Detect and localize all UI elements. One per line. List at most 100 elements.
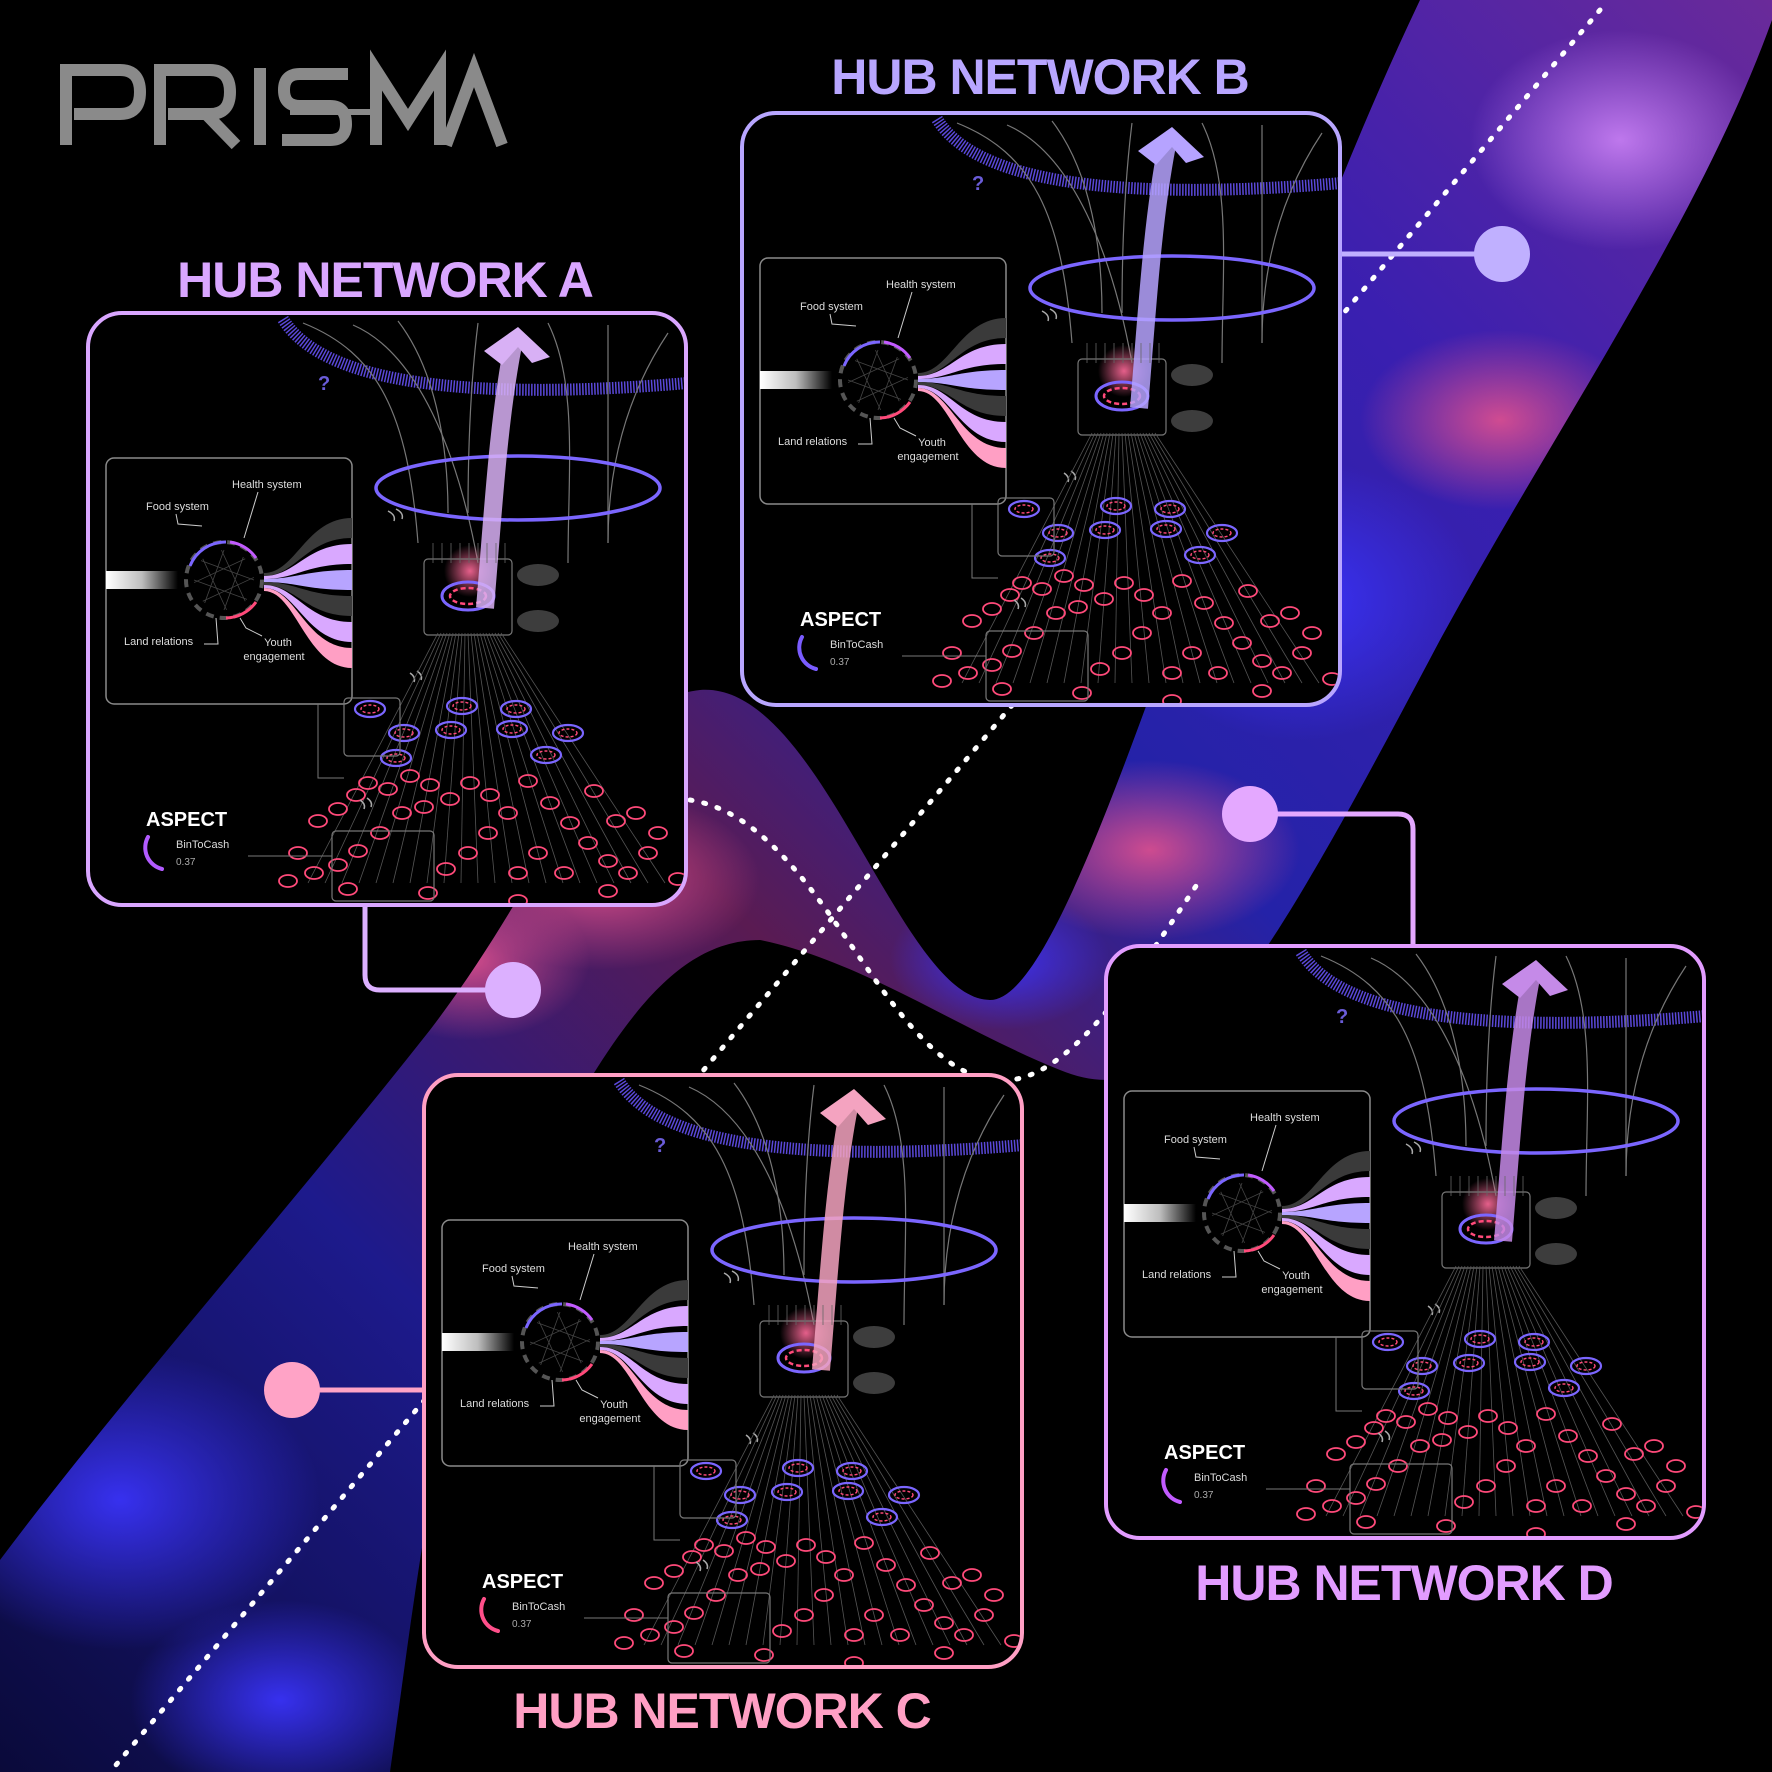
flow-line [1370,957,1497,1197]
child-ring [835,1461,869,1481]
spread-line [796,1394,802,1646]
leaf-node [962,614,982,628]
flow-line [1121,122,1133,314]
spread-line [1461,1265,1481,1517]
spread-line [1494,1265,1548,1517]
hub-spoke [200,560,255,581]
spread-line [476,632,530,884]
growth-arrow-head [484,327,550,365]
spread-line [1427,1265,1475,1517]
leaf-node [644,1576,664,1590]
leaf-node [528,846,548,860]
spread-line [643,1394,775,1646]
child-box [1361,1330,1419,1390]
hub-spoke [1211,1191,1264,1216]
hub-spoke [221,549,246,602]
child-node [1048,528,1068,538]
hub-spoke [202,577,255,602]
leaf-node [338,882,358,896]
question-mark: ? [318,373,330,395]
leaf-node [854,1536,874,1550]
leaf-node [1624,1447,1644,1461]
child-node [777,1487,797,1497]
child-node [894,1490,914,1500]
leaf-node [932,674,952,688]
flow-line [547,322,571,564]
node-d[interactable] [1222,786,1278,842]
flow-line [1565,955,1589,1197]
leaf-node [954,1628,974,1642]
growth-arrow-head [1138,127,1204,165]
spread-line [494,632,632,884]
output-band [264,544,352,579]
leaf-node [1280,606,1300,620]
leader-land [858,417,873,445]
spread-line [762,1394,796,1646]
output-band [600,1280,688,1338]
leaf-node [1496,1459,1516,1473]
leaf-node [1346,1435,1366,1449]
child-node [788,1463,808,1473]
spread-line [660,1394,778,1646]
leaf-node [1498,1421,1518,1435]
spread-line [375,632,451,884]
child-connector [1335,1337,1362,1412]
arc-youth [561,1363,594,1382]
node-c[interactable] [264,1362,320,1418]
output-band [1282,1203,1370,1223]
leaf-node [1458,1425,1478,1439]
leaf-node [1094,592,1114,606]
spread-line [779,1394,799,1646]
arc-food [188,540,227,567]
node-a[interactable] [485,962,541,1018]
leaf-node [480,788,500,802]
hub-spoke [854,360,909,381]
spread-line [745,1394,793,1646]
label-health-system: Health system [886,279,956,291]
leaf-node [560,816,580,830]
child-node [452,701,472,711]
leaf-node [694,1538,714,1552]
leaf-node [934,1646,954,1660]
leader-youth [893,417,917,437]
spread-line [812,1394,866,1646]
label-food-system: Food system [482,1263,545,1275]
spread-line [1342,1265,1460,1517]
child-ring [1088,520,1122,540]
spread-line [1515,1265,1667,1517]
child-ring [1405,1356,1439,1376]
leaf-node [348,844,368,858]
spread-line [443,632,463,884]
leaf-node [1364,1421,1384,1435]
aspect-heading: ASPECT [146,809,227,831]
spread-line [836,1394,1002,1646]
leaf-node [706,1588,726,1602]
spread-line [473,632,513,884]
leader-health [579,1253,595,1301]
flow-line [1485,955,1497,1147]
hub-spoke [223,556,244,611]
leaf-node [914,1598,934,1612]
output-band [264,588,352,668]
output-band [600,1350,688,1430]
hub-circle [184,540,264,620]
child-node [722,1515,742,1525]
growth-arrow [476,343,522,609]
leaf-node [1322,672,1338,686]
spread-line [467,632,479,884]
leaf-node [1194,596,1214,610]
output-band [264,582,352,616]
spread-line [1500,1265,1582,1517]
node-b[interactable] [1474,226,1530,282]
leaf-node [750,1562,770,1576]
hub-title: HUB NETWORK A [177,252,593,308]
child-ring [1153,499,1187,519]
leaf-node [814,1588,834,1602]
leaf-node [1376,1409,1396,1423]
hub-spoke [856,358,881,411]
leaf-node [598,854,618,868]
